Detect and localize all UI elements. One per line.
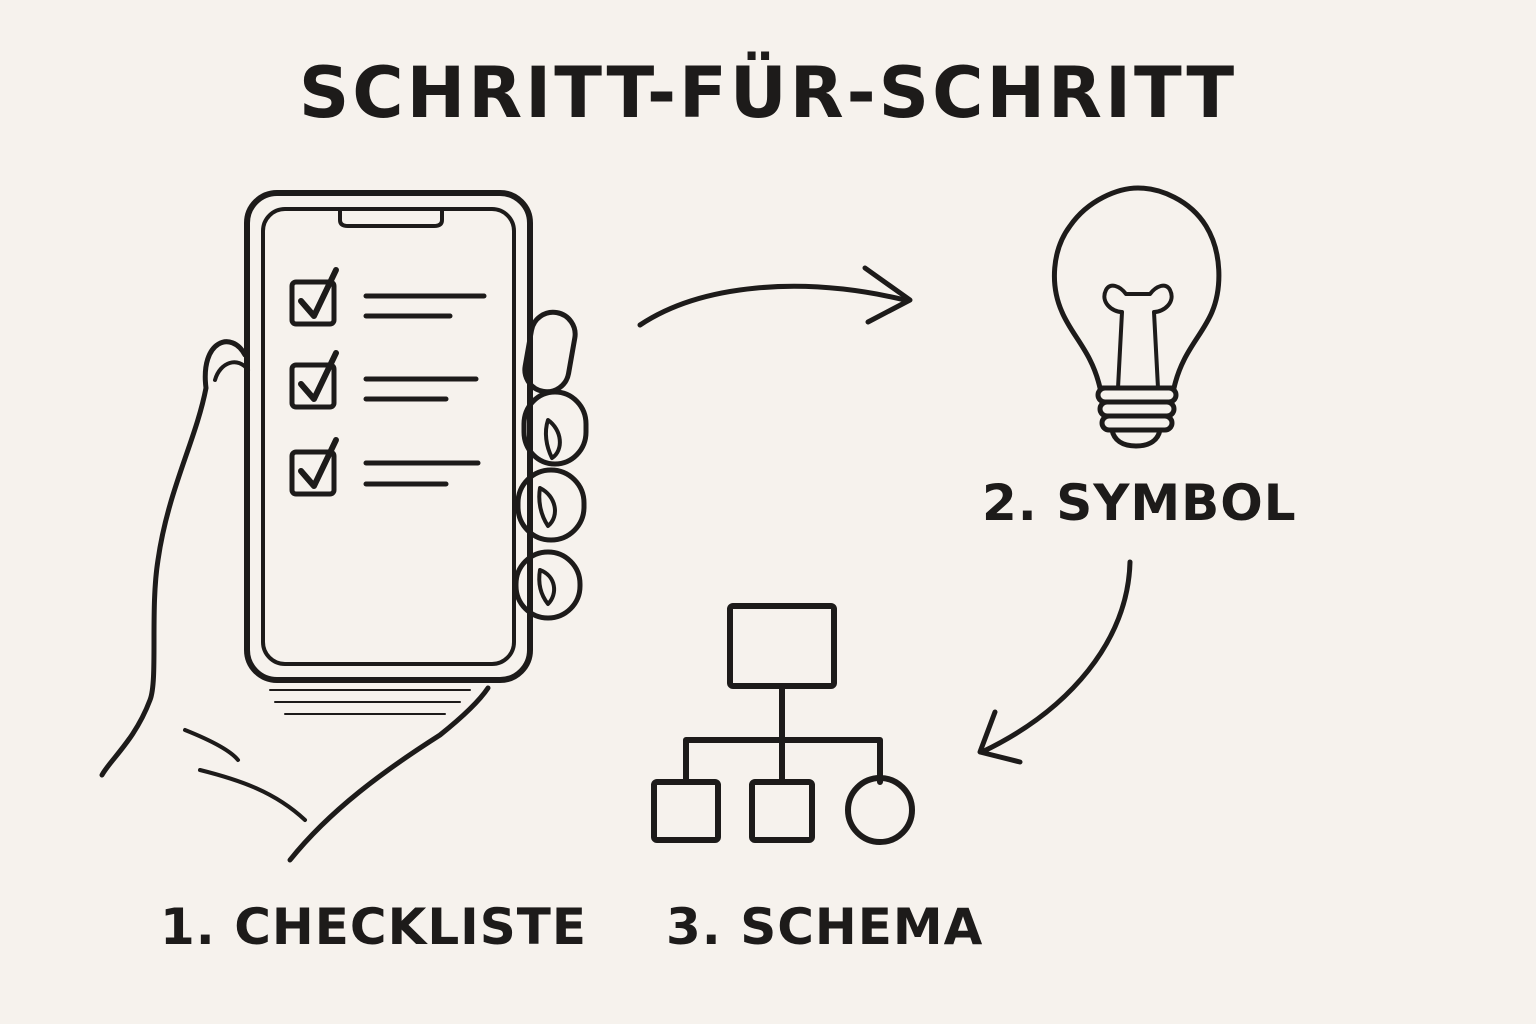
arrow-right-icon <box>637 265 913 328</box>
step-2-label: 2. SYMBOL <box>982 474 1297 532</box>
lightbulb-icon <box>1051 185 1222 449</box>
hand-icon <box>99 309 589 863</box>
step-1-label: 1. CHECKLISTE <box>160 898 588 956</box>
phone-checklist-icon <box>99 190 589 863</box>
step-3-label: 3. SCHEMA <box>666 898 984 956</box>
checklist-item <box>289 350 479 410</box>
hierarchy-chart-icon <box>651 603 915 845</box>
diagram-title: SCHRITT-FÜR-SCHRITT <box>298 52 1238 134</box>
checklist-item <box>289 437 481 497</box>
arrow-down-left-icon <box>977 559 1133 765</box>
checklist-item <box>289 267 487 327</box>
